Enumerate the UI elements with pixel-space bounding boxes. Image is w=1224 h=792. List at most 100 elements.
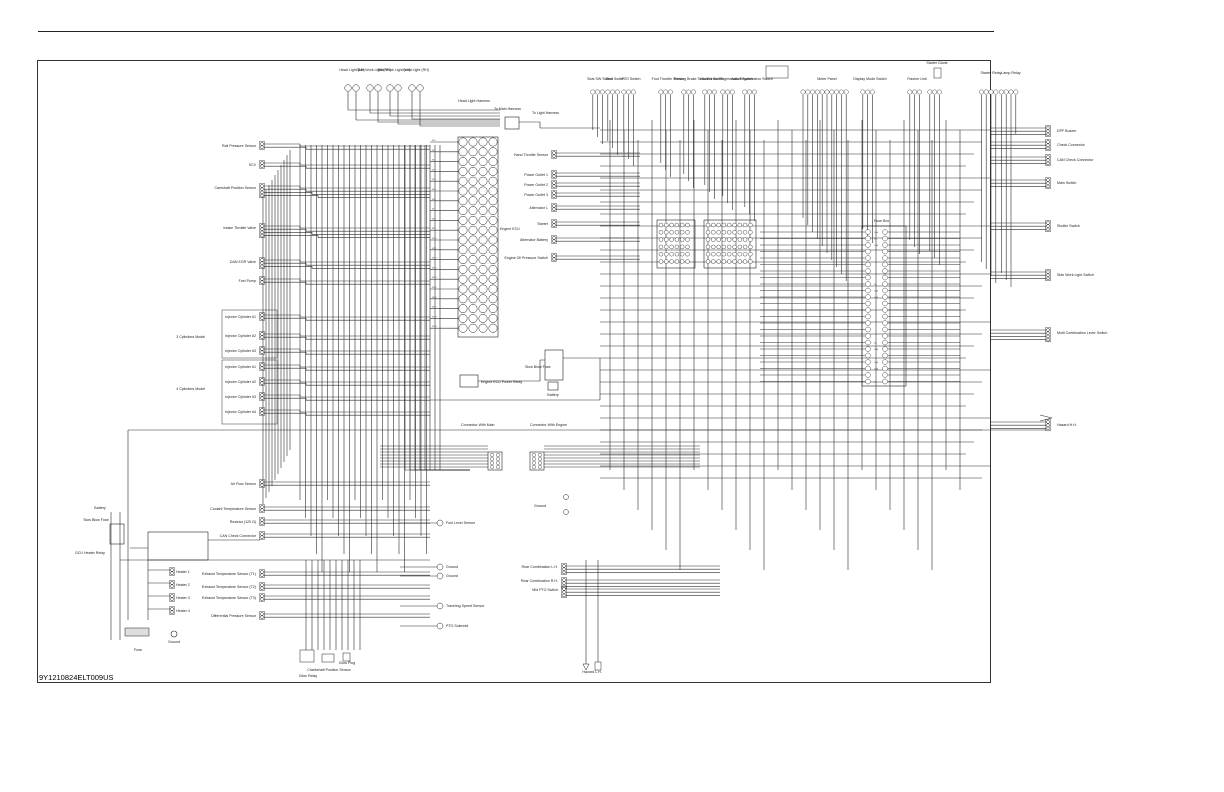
connector-pin (680, 251, 685, 257)
component-connector (260, 408, 264, 412)
top-connector-pin (658, 89, 664, 95)
lower-right-label: Mid PTO Switch (532, 588, 558, 592)
connector-pin (538, 465, 542, 469)
top-connector-pin (865, 89, 870, 95)
connector-pin (538, 461, 542, 465)
component-connector (260, 164, 264, 168)
wire-code: W11 (432, 248, 437, 250)
wire (264, 195, 319, 198)
fuse-terminal (865, 359, 871, 365)
connector-pin (674, 244, 680, 250)
lower-connector-label: Ground (446, 574, 458, 578)
heater-connector (169, 580, 175, 589)
connector-pin (716, 244, 721, 250)
ecu-pin (478, 215, 488, 225)
right-connector (1046, 158, 1050, 162)
ecu-pin (468, 245, 478, 255)
top-right-label: Starter Diode (926, 61, 947, 65)
top-connector-pin (829, 89, 835, 95)
connector-pin (721, 259, 727, 264)
connector-pin (748, 259, 753, 264)
connector-pin (680, 230, 685, 235)
component-connector (260, 161, 264, 165)
component-connector (260, 483, 264, 487)
wire (264, 143, 301, 146)
wire (264, 235, 319, 238)
top-connector-pin (927, 89, 933, 95)
connector-pin (685, 222, 690, 228)
lower-right-label: Rear Combination R.H. (521, 579, 558, 583)
component-connector (260, 187, 264, 191)
rear-connector (561, 586, 567, 598)
component-connector (552, 207, 556, 211)
rear-connector (562, 578, 566, 582)
connector-pin (732, 244, 737, 250)
left-component-label: Camshaft Position Sensor (214, 186, 256, 190)
ecu-pin (478, 294, 488, 304)
wire-code: W18 (432, 316, 437, 318)
ecu-pin (488, 147, 498, 157)
lower-component-label: Exhaust Temperature Sensor (T2) (202, 585, 256, 589)
ecu-pin (468, 166, 478, 176)
component-connector (260, 264, 264, 269)
connector-pin (436, 563, 444, 571)
component-connector (552, 154, 556, 158)
ecu-pin (468, 215, 478, 225)
right-connector (1045, 125, 1051, 137)
top-connector-pin (621, 89, 627, 95)
ecu-pin (458, 304, 468, 314)
wire-code: W17 (432, 307, 437, 309)
component-connector (552, 194, 556, 198)
left-component-label: Injector Cylinder #1 (225, 365, 256, 369)
top-connector-pin (615, 89, 620, 95)
ground-symbol (170, 630, 178, 638)
fuse-terminal (865, 346, 871, 352)
top-right-label: Flasher Unit (907, 77, 926, 81)
component-connector (260, 381, 264, 385)
ecu-pin (478, 245, 488, 255)
connector-pin (664, 244, 669, 250)
wire (264, 333, 301, 336)
connector-pin (669, 251, 674, 257)
right-connector (1045, 269, 1051, 281)
top-connector-pin (626, 89, 631, 95)
lamp-connector (352, 84, 360, 92)
connector-pin (674, 259, 680, 264)
connector-pin (732, 237, 737, 242)
wire-code: W16 (432, 297, 437, 299)
slow-blow-fuse-box (109, 523, 125, 545)
junction-connector (656, 219, 696, 269)
connector-pin (737, 222, 742, 228)
fuse-terminal (882, 261, 888, 268)
connector-pin (436, 602, 444, 610)
wire (478, 359, 545, 382)
component-connector (260, 378, 264, 382)
ecu-pin (468, 225, 478, 235)
mid-component-label: Starter (537, 222, 549, 226)
connector-pin (721, 251, 727, 257)
connector-pin (685, 244, 690, 250)
component-connector (552, 181, 556, 185)
heater-connector (170, 597, 174, 601)
connector-pin (685, 251, 690, 257)
fuse-terminal (865, 268, 871, 274)
right-connector (1046, 420, 1050, 424)
connector-pin (742, 251, 748, 257)
ecu-pin (478, 137, 488, 147)
wire (264, 185, 301, 188)
ecu-pin (488, 274, 498, 284)
rear-connector (562, 567, 566, 571)
connector-pin (685, 230, 690, 235)
harness-label: Head Light Harness (458, 99, 490, 103)
connector-pin (496, 465, 500, 469)
ecu-pin (478, 196, 488, 206)
component-connector (260, 615, 264, 619)
wire (264, 232, 313, 235)
top-connector-block (765, 65, 789, 79)
mid-component-label: Alternator Battery (520, 238, 548, 242)
connector-pin (742, 244, 748, 250)
heater-connector (170, 594, 174, 598)
heater-connector (170, 581, 174, 585)
ecu-pin (458, 235, 468, 245)
connector-pin (748, 244, 753, 250)
